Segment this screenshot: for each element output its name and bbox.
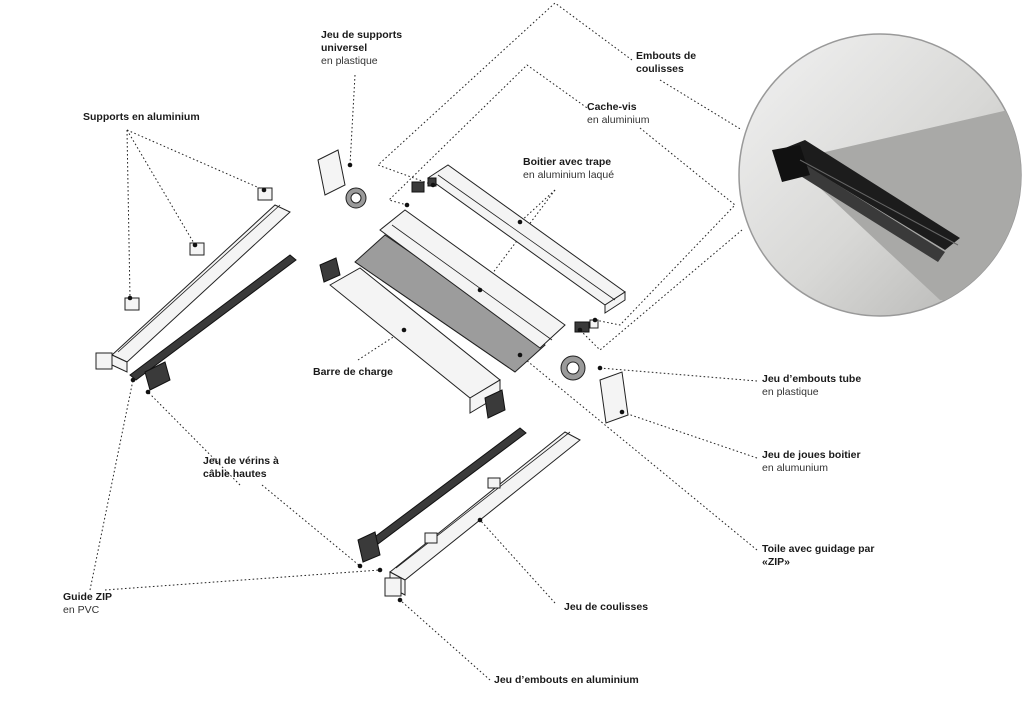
leader-lines — [89, 2, 758, 681]
label-subtitle: en aluminium laqué — [523, 169, 615, 181]
label-title: Boitier avec trape — [523, 156, 612, 168]
label-embouts-tube: Jeu d’embouts tube en plastique — [762, 373, 861, 399]
label-title: Embouts de coulisses — [636, 50, 697, 75]
label-title: Cache-vis — [587, 101, 637, 113]
label-title: Jeu d’embouts tube — [762, 373, 862, 385]
label-subtitle: en alumunium — [762, 462, 828, 474]
label-embouts-coulisses: Embouts de coulisses — [636, 50, 696, 76]
parts-illustration — [95, 149, 629, 597]
label-cache-vis: Cache-vis en aluminium — [587, 101, 649, 127]
label-title: Barre de charge — [313, 366, 393, 378]
label-joues-boitier: Jeu de joues boitier en alumunium — [762, 449, 861, 475]
label-title: Jeu de joues boitier — [762, 449, 861, 461]
label-toile: Toile avec guidage par «ZIP» — [762, 543, 874, 569]
label-coulisses: Jeu de coulisses — [564, 601, 648, 614]
label-embouts-aluminium: Jeu d’embouts en aluminium — [494, 674, 639, 687]
label-subtitle: en plastique — [321, 55, 378, 67]
label-title: Guide ZIP — [63, 591, 113, 603]
label-subtitle: en PVC — [63, 604, 100, 616]
label-supports-universel: Jeu de supports universel en plastique — [321, 29, 402, 68]
label-barre-charge: Barre de charge — [313, 366, 393, 379]
label-title: Jeu de supports universel — [321, 29, 403, 54]
label-title: Toile avec guidage par «ZIP» — [762, 543, 875, 568]
label-title: Jeu de coulisses — [564, 601, 649, 613]
label-title: Supports en aluminium — [83, 111, 200, 123]
label-guide-zip: Guide ZIP en PVC — [63, 591, 112, 617]
label-verins: Jeu de vérins à câble hautes — [203, 455, 279, 481]
label-supports-aluminium: Supports en aluminium — [83, 111, 200, 124]
label-title: Jeu de vérins à câble hautes — [203, 455, 279, 480]
label-title: Jeu d’embouts en aluminium — [494, 674, 639, 686]
label-boitier: Boitier avec trape en aluminium laqué — [523, 156, 614, 182]
callout-dots — [127, 162, 625, 603]
label-subtitle: en aluminium — [587, 114, 650, 126]
label-subtitle: en plastique — [762, 386, 819, 398]
detail-magnifier-inset — [738, 33, 1022, 317]
